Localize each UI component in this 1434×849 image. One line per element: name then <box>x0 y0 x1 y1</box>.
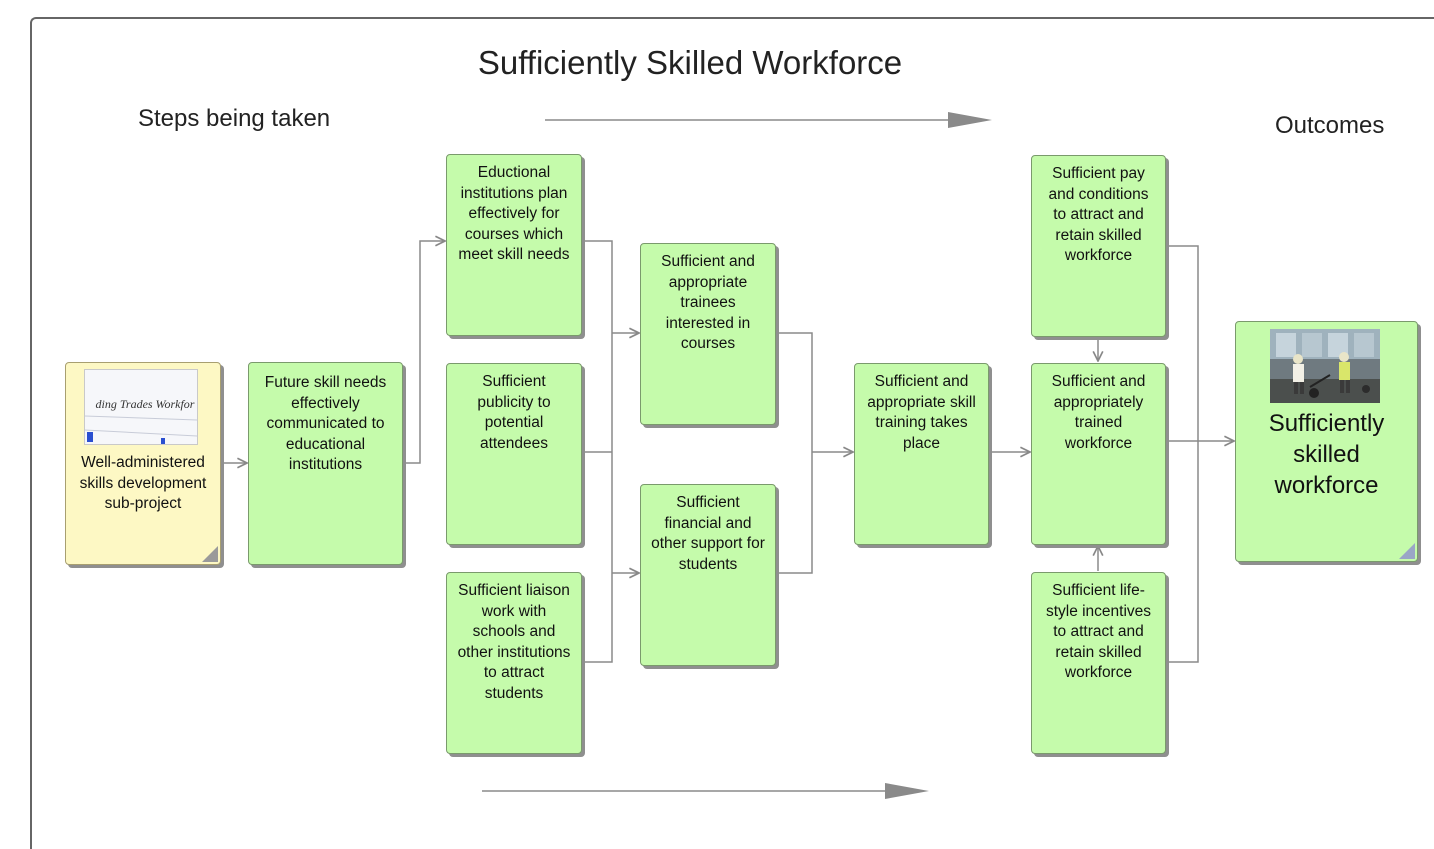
diagram-title: Sufficiently Skilled Workforce <box>477 44 903 81</box>
node-pay[interactable]: Sufficient pay and conditions to attract… <box>1031 155 1166 337</box>
node-trained-text: Sufficient and appropriately trained wor… <box>1051 373 1146 452</box>
fold-corner-icon <box>202 546 218 562</box>
photo-illustration <box>1270 329 1380 403</box>
node-trainees[interactable]: Sufficient and appropriate trainees inte… <box>640 243 776 425</box>
node-training-text: Sufficient and appropriate skill trainin… <box>867 373 976 452</box>
node-lifestyle-text: Sufficient life-style incentives to attr… <box>1045 582 1152 681</box>
steps-label: Steps being taken <box>138 105 331 132</box>
node-publicity-text: Sufficient publicity to potential attend… <box>477 373 551 452</box>
outcomes-label: Outcomes <box>1275 112 1385 139</box>
node-outcome[interactable]: Sufficiently skilled workforce <box>1235 321 1418 562</box>
thumbnail-lines <box>85 415 197 444</box>
node-plan[interactable]: Eductional institutions plan effectively… <box>446 154 582 336</box>
node-trained[interactable]: Sufficient and appropriately trained wor… <box>1031 363 1166 545</box>
node-liaison[interactable]: Sufficient liaison work with schools and… <box>446 572 582 754</box>
node-start-text: Well-administered skills development sub… <box>79 454 207 512</box>
fold-corner-icon <box>1399 543 1415 559</box>
node-financial-text: Sufficient financial and other support f… <box>651 494 765 573</box>
node-communicate[interactable]: Future skill needs effectively communica… <box>248 362 403 565</box>
thumbnail-caption: ding Trades Workfor <box>95 397 195 411</box>
node-pay-text: Sufficient pay and conditions to attract… <box>1048 165 1149 264</box>
node-communicate-text: Future skill needs effectively communica… <box>264 374 387 473</box>
node-lifestyle[interactable]: Sufficient life-style incentives to attr… <box>1031 572 1166 754</box>
diagram-frame <box>30 17 1434 849</box>
node-financial[interactable]: Sufficient financial and other support f… <box>640 484 776 666</box>
construction-workers-photo <box>1270 329 1380 403</box>
thumbnail-image: ding Trades Workfor <box>84 369 198 445</box>
node-start[interactable]: ding Trades Workfor Well-administered sk… <box>65 362 221 565</box>
node-plan-text: Eductional institutions plan effectively… <box>458 164 570 263</box>
node-training[interactable]: Sufficient and appropriate skill trainin… <box>854 363 989 545</box>
node-trainees-text: Sufficient and appropriate trainees inte… <box>661 253 755 352</box>
node-liaison-text: Sufficient liaison work with schools and… <box>457 582 571 702</box>
node-outcome-text: Sufficiently skilled workforce <box>1268 410 1385 499</box>
node-publicity[interactable]: Sufficient publicity to potential attend… <box>446 363 582 545</box>
